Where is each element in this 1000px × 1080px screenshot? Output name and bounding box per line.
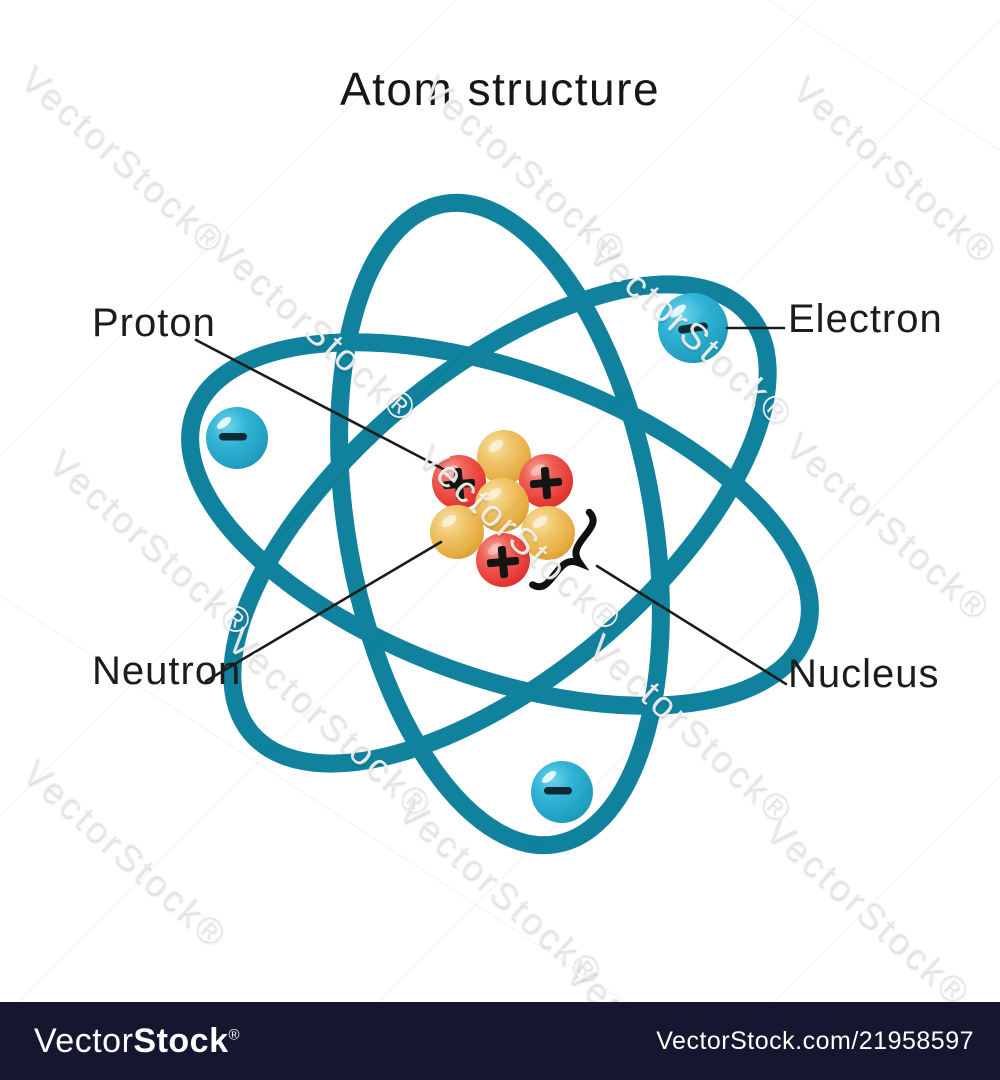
logo-light-part: Vector [34,1021,134,1060]
plus-icon [529,466,563,500]
footer-bar: VectorStock® VectorStock.com/21958597 [0,1002,1000,1080]
electron-sphere [206,407,268,469]
proton-pointer-line [194,338,447,472]
plus-icon [486,545,520,579]
proton-sphere [432,455,486,509]
nucleus-pointer-line [595,564,788,686]
neutron-sphere [430,505,484,559]
orbit-ellipse-1 [181,333,819,715]
orbit-ellipse-2 [330,193,670,855]
neutron-sphere [477,430,531,484]
registered-mark: ® [228,1026,241,1044]
nucleus-label: Nucleus [788,652,940,696]
electron-label: Electron [788,297,943,341]
page-title: Atom structure [339,63,661,115]
minus-icon [544,787,572,795]
electron-sphere [658,293,728,363]
logo-bold-part: Stock [133,1021,229,1060]
proton-label: Proton [92,301,216,345]
neutron-label: Neutron [92,649,242,693]
electron-orbits [181,193,819,855]
plus-icon [442,467,476,501]
nucleus-cluster [430,430,575,587]
neutron-sphere [475,478,529,532]
electron-sphere [531,761,593,823]
neutron-sphere [521,506,575,560]
minus-icon [219,433,247,441]
orbit-ellipse-3 [223,275,777,773]
proton-sphere [519,454,573,508]
electrons [206,293,728,823]
vectorstock-logo: VectorStock® [34,1022,240,1061]
minus-icon [678,322,708,334]
neutron-pointer-line [204,540,443,683]
image-credit: VectorStock.com/21958597 [656,1026,974,1055]
pointer-lines [194,326,788,686]
proton-sphere [476,533,530,587]
nucleus-brace [529,508,597,591]
